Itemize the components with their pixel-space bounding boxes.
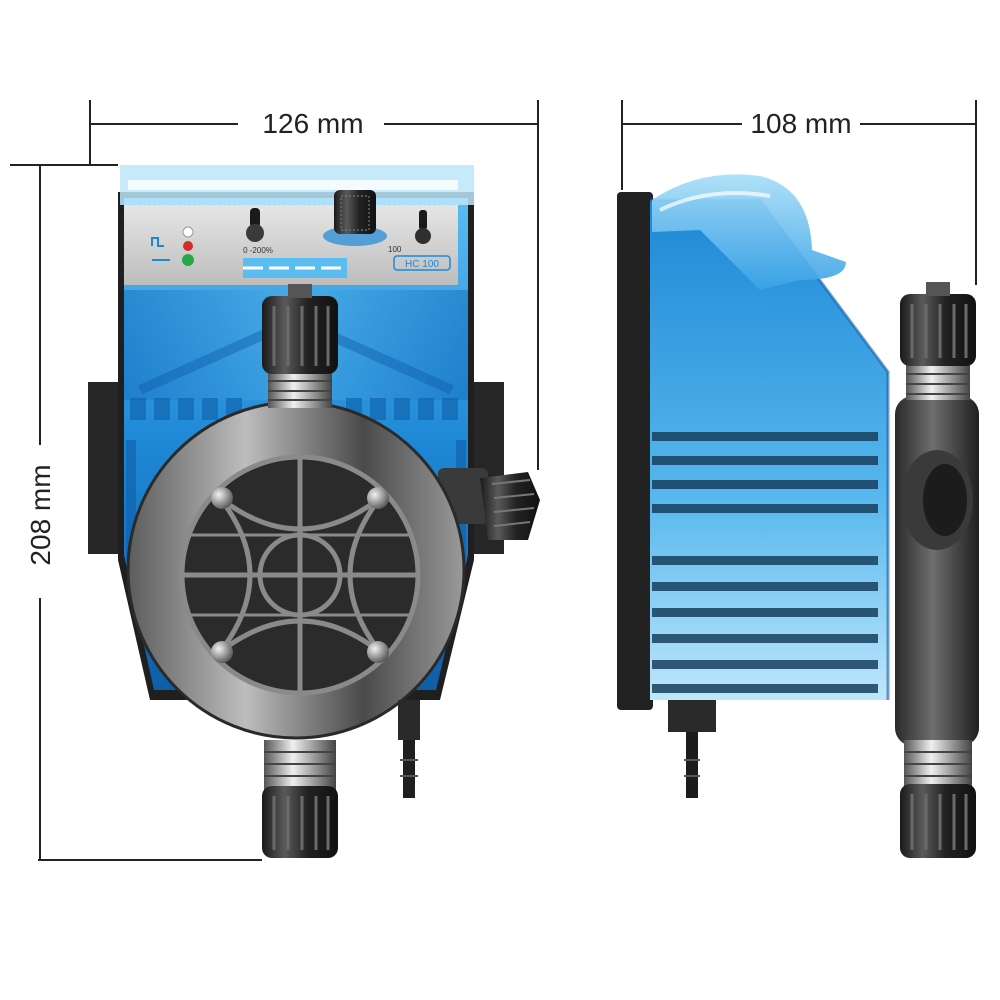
model-badge [393,255,451,271]
bleed-valve [398,700,420,798]
dimension-front-width: 126 mm [89,100,539,470]
toggle-lever-icon [250,208,260,228]
valve-nut-icon [262,296,338,374]
range-label: 0 -200% [243,246,273,255]
head-bolt-icon [211,487,233,509]
stroke-adjust-knob[interactable] [323,190,387,246]
valve-nut-icon [262,786,338,858]
height-label: 208 mm [25,464,56,565]
side-depth-label: 108 mm [750,108,851,139]
toggle-base-icon [415,228,431,244]
toggle-lever-icon [419,210,427,230]
grille-spokes [179,454,421,696]
side-bottom-valve [900,740,976,858]
head-port-inner [923,464,967,536]
valve-nut-icon [900,294,976,366]
led-green-icon [182,254,194,266]
transparent-cover-cap [652,174,846,290]
cover-highlight [128,180,458,190]
top-valve-fitting [262,284,338,408]
dimension-height: 208 mm [10,164,262,861]
power-toggle-switch[interactable] [415,210,431,244]
pump-side-view [617,174,979,858]
valve-nut-icon [900,784,976,858]
head-bolt-icon [367,641,389,663]
pulse-symbol-icon [151,237,164,247]
side-housing [650,200,888,700]
valve-cap-icon [288,284,312,298]
wall-mount-plate [617,192,653,710]
dial-max-label: 100 [388,245,402,254]
dimension-side-depth: 108 mm [621,100,977,285]
pump-front-view: 0 -200% 100 HC 100 [88,165,540,858]
head-bolt-icon [367,487,389,509]
toggle-base-icon [246,224,264,242]
led-white-icon [182,226,194,238]
side-top-valve [900,282,976,400]
bottom-valve-fitting [262,740,338,858]
side-bleed-valve [668,700,716,798]
dial-grip-icon [340,195,370,231]
front-width-label: 126 mm [262,108,363,139]
dial-knob-icon [334,190,376,234]
head-bolt-icon [211,641,233,663]
range-toggle-switch[interactable] [246,208,264,242]
side-cooling-stripes [652,432,878,693]
pump-head-side [895,396,979,746]
model-label: HC 100 [405,259,439,270]
led-red-icon [183,241,193,251]
